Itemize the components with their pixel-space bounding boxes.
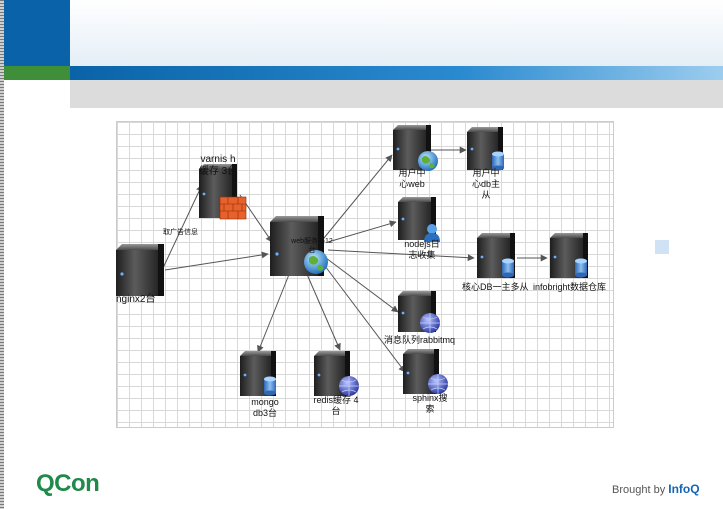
label-core-db: 核心DB一主多从 (462, 282, 529, 292)
label-nodejs: nodejs日 志收集 (404, 239, 440, 260)
edge-nginx-web (164, 251, 269, 271)
label-sphinx: sphinx搜 索 (412, 393, 448, 414)
infoq-logo: InfoQ (668, 482, 700, 496)
label-user-web: 用户中 心web (398, 168, 426, 189)
database-icon (492, 151, 504, 171)
server-nginx (116, 244, 164, 296)
user-icon (424, 224, 440, 242)
database-icon (264, 376, 276, 396)
edge-label-ads: 取广告信息 (163, 227, 198, 236)
edge-web-nodejs (327, 220, 397, 243)
label-redis: redis缓存 4台 (313, 395, 359, 416)
network-globe-icon (420, 313, 440, 333)
label-mongo: mongo db3台 (251, 397, 279, 418)
edge-web-sphinx (321, 261, 406, 373)
server-rabbitmq (398, 291, 436, 332)
globe-icon (304, 250, 328, 274)
edge-web-mongo (257, 271, 291, 353)
network-globe-icon (339, 376, 359, 396)
decorative-square (655, 240, 669, 254)
server-nodejs (398, 197, 436, 240)
qcon-logo: QCon (36, 470, 100, 497)
label-infobright: infobright数据仓库 (533, 282, 607, 292)
edge-web-userweb (323, 154, 393, 239)
label-web-servers: web服务器12 台 (291, 238, 333, 254)
edge-web-redis (305, 271, 341, 351)
edge-web-coredb (327, 249, 475, 262)
edge-nginx-varnish (162, 184, 203, 269)
database-icon (502, 258, 514, 278)
header-band (4, 0, 723, 66)
edge-web-rabbitmq (325, 257, 399, 313)
header-green-block (4, 66, 70, 80)
header-blue-block (4, 0, 70, 66)
label-rabbitmq: 消息队列rabbitmq (384, 335, 456, 345)
globe-icon (418, 151, 438, 171)
diagram-edges (162, 146, 548, 373)
credit-prefix: Brought by (612, 484, 666, 496)
label-user-db: 用户中 心db主 从 (471, 168, 500, 200)
footer-credit: Brought by InfoQ (612, 482, 700, 496)
label-varnish: varnis h缓存 3台 (198, 154, 238, 177)
server-infobright (550, 233, 588, 278)
label-nginx: nginx2台 (116, 294, 156, 305)
title-gray-bar (70, 80, 723, 108)
firewall-icon (219, 196, 247, 220)
network-globe-icon (428, 374, 448, 394)
header-blue-bar (70, 66, 723, 80)
left-edge-stripe (0, 0, 4, 509)
database-icon (575, 258, 587, 278)
